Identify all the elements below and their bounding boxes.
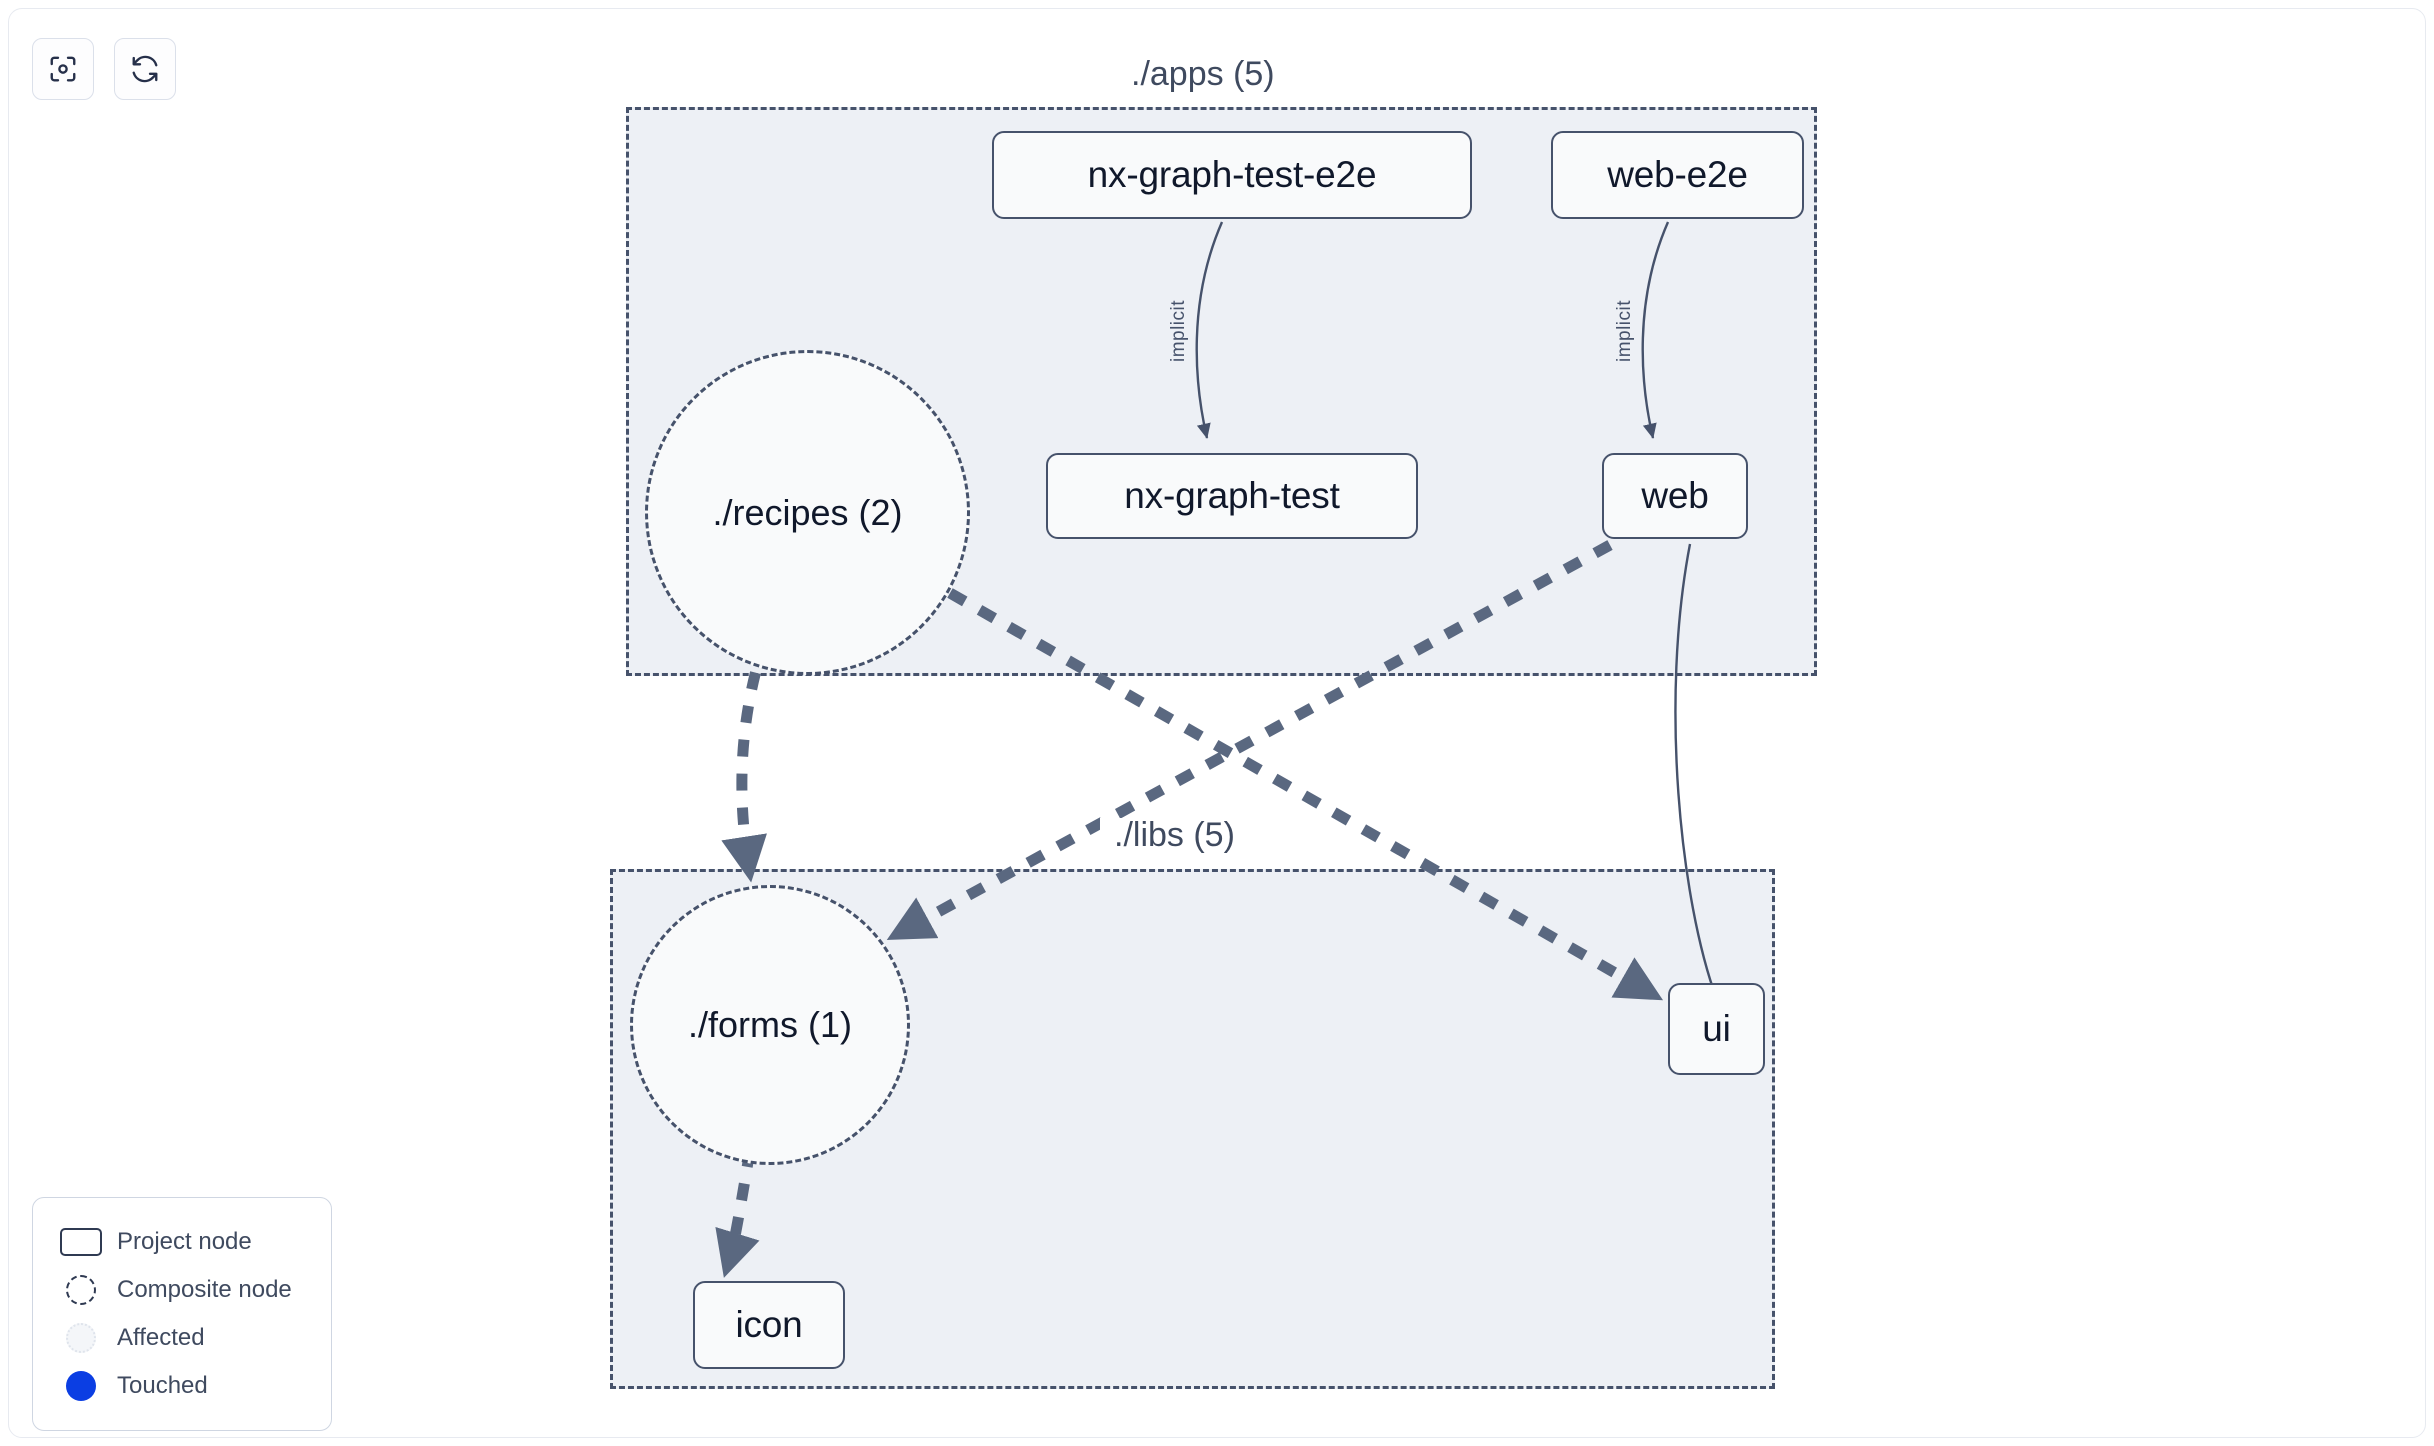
refresh-graph-button[interactable] <box>114 38 176 100</box>
legend-item-composite-node: Composite node <box>55 1266 309 1314</box>
project-node-web-label: web <box>1641 475 1709 516</box>
legend-item-touched-label: Touched <box>117 1372 208 1399</box>
legend-item-project-node: Project node <box>55 1218 309 1266</box>
group-label-apps: ./apps (5) <box>1117 57 1289 91</box>
project-node-nx-graph-test[interactable]: nx-graph-test <box>1046 453 1418 539</box>
refresh-icon <box>130 54 160 84</box>
legend-item-affected-label: Affected <box>117 1324 205 1351</box>
graph-toolbar <box>32 38 176 100</box>
touched-swatch-icon <box>55 1371 107 1401</box>
project-node-nx-graph-test-e2e[interactable]: nx-graph-test-e2e <box>992 131 1472 219</box>
composite-node-recipes[interactable]: ./recipes (2) <box>645 350 970 675</box>
project-node-icon[interactable]: icon <box>693 1281 845 1369</box>
project-node-swatch-icon <box>55 1228 107 1256</box>
project-node-ui-label: ui <box>1702 1008 1731 1049</box>
project-node-ui[interactable]: ui <box>1668 983 1765 1075</box>
affected-swatch-icon <box>55 1323 107 1353</box>
composite-node-recipes-label: ./recipes (2) <box>712 491 903 533</box>
focus-viewfinder-icon <box>48 54 78 84</box>
focus-graph-button[interactable] <box>32 38 94 100</box>
legend-item-affected: Affected <box>55 1314 309 1362</box>
legend-item-project-node-label: Project node <box>117 1228 252 1255</box>
project-node-nx-graph-test-e2e-label: nx-graph-test-e2e <box>1087 154 1377 195</box>
group-label-libs: ./libs (5) <box>1100 818 1249 852</box>
composite-node-forms-label: ./forms (1) <box>687 1004 852 1045</box>
graph-legend: Project node Composite node Affected Tou… <box>32 1197 332 1431</box>
composite-node-forms[interactable]: ./forms (1) <box>630 885 910 1165</box>
project-node-icon-label: icon <box>735 1304 803 1345</box>
project-node-web-e2e-label: web-e2e <box>1607 154 1748 195</box>
project-node-web-e2e[interactable]: web-e2e <box>1551 131 1804 219</box>
legend-item-touched: Touched <box>55 1362 309 1410</box>
legend-item-composite-node-label: Composite node <box>117 1276 292 1303</box>
composite-node-swatch-icon <box>55 1275 107 1305</box>
project-node-nx-graph-test-label: nx-graph-test <box>1124 475 1340 516</box>
project-node-web[interactable]: web <box>1602 453 1748 539</box>
